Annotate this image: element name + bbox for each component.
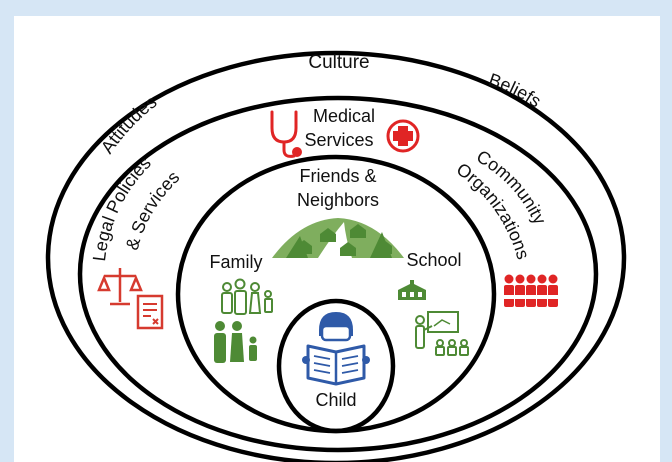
friends-label-line2: Neighbors [297,190,379,210]
beliefs-label: Beliefs [486,69,545,111]
school-label: School [406,250,461,270]
child-ring [276,298,396,434]
culture-label: Culture [308,52,369,73]
child-label: Child [315,390,356,410]
medical-label-line2: Services [304,130,373,150]
document-icon [136,294,164,330]
neighborhood-icon [272,218,404,258]
services-ring [77,95,599,453]
child-reading-icon [302,312,370,386]
family-filled-icon [214,321,257,363]
friends-label-line1: Friends & [299,166,376,186]
community-group-icon [502,274,560,307]
medical-label-line1: Medical [313,106,375,126]
medical-cross-icon [386,119,420,153]
family-label: Family [210,252,263,272]
scales-icon [97,268,143,306]
school-building-icon [398,280,426,300]
attitudes-label: Attitudes [97,92,161,158]
culture-ring [45,50,627,462]
family-outline-icon [221,278,273,315]
stethoscope-icon [270,110,302,158]
teacher-classroom-icon [415,311,469,356]
